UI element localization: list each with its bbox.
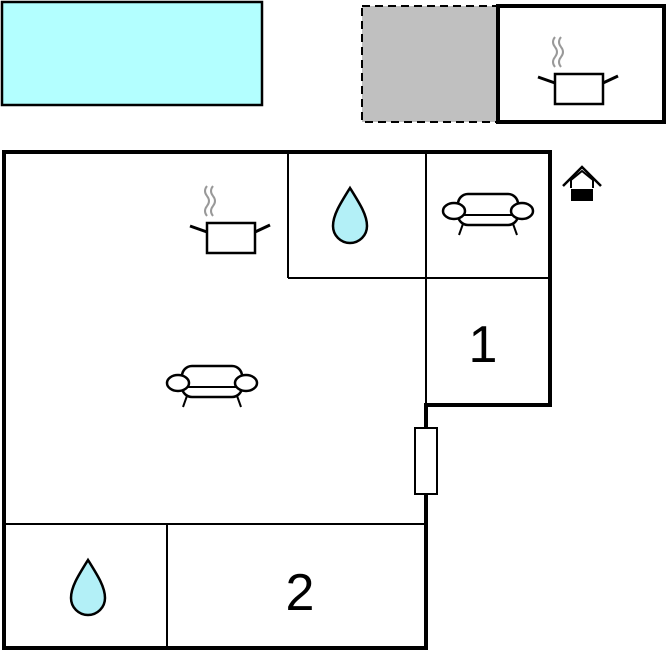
pool <box>0 0 264 107</box>
water-drop-icon <box>331 186 369 245</box>
room-number-2: 2 <box>286 564 315 622</box>
cooking-pot-icon <box>188 184 272 255</box>
window <box>414 427 438 495</box>
house-entrance-icon <box>562 165 602 201</box>
terrace <box>361 5 499 123</box>
sofa-icon <box>165 364 259 409</box>
water-drop-icon <box>69 558 107 617</box>
room-number-1: 1 <box>469 316 498 374</box>
house-outline <box>2 150 552 650</box>
sofa-icon <box>441 192 535 237</box>
